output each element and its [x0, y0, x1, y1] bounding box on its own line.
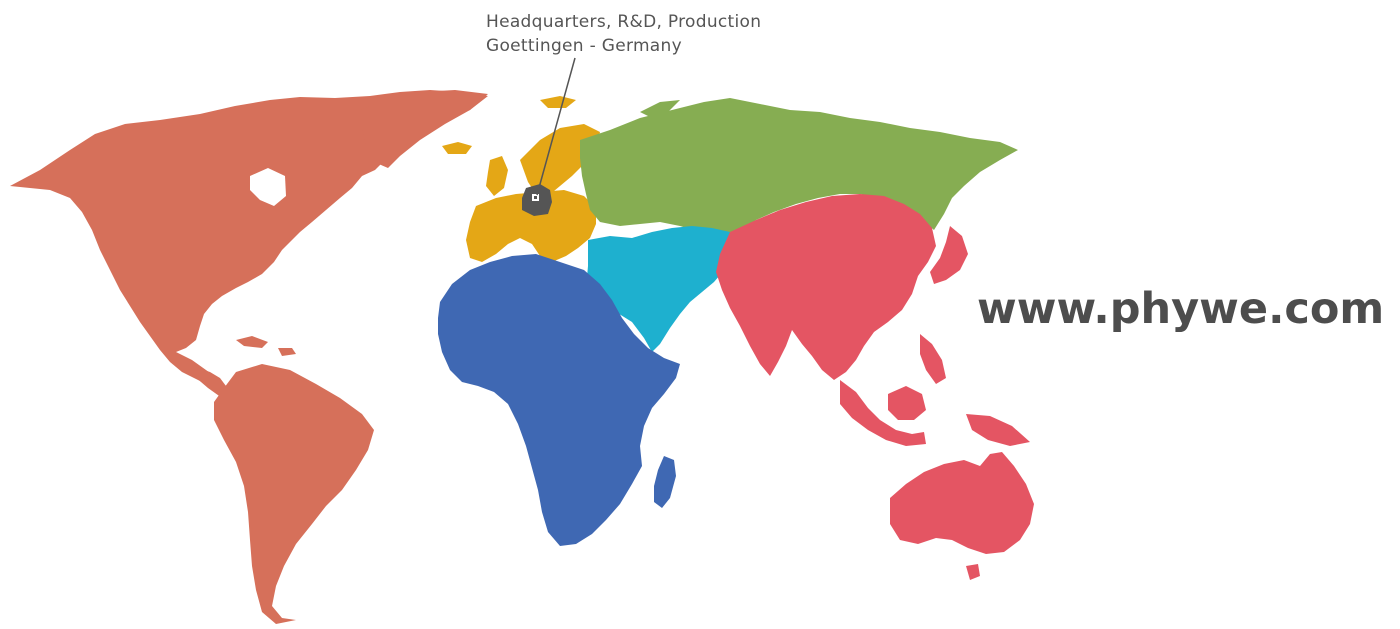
callout-line-1: Headquarters, R&D, Production [486, 12, 762, 32]
africa [438, 254, 680, 546]
new-guinea [966, 414, 1030, 446]
region-middle-east [586, 226, 746, 352]
region-africa [438, 254, 680, 546]
website-url[interactable]: www.phywe.com [977, 284, 1385, 334]
caribbean [236, 336, 268, 348]
headquarters-callout: Headquarters, R&D, Production Goettingen… [486, 10, 761, 58]
tasmania [966, 564, 980, 580]
greenland [360, 90, 488, 168]
japan [930, 226, 968, 284]
continental-europe [466, 190, 596, 262]
region-americas [10, 90, 488, 624]
china-south-asia [716, 194, 936, 380]
middle-east [586, 226, 746, 352]
british-isles [486, 156, 508, 196]
callout-line-2: Goettingen - Germany [486, 36, 682, 56]
australia [890, 452, 1034, 554]
iceland [442, 142, 472, 154]
svalbard [540, 96, 576, 108]
borneo [888, 386, 926, 420]
southeast-asia [840, 380, 926, 446]
philippines [920, 334, 946, 384]
region-russia-central-asia [580, 98, 1018, 236]
novaya-zemlya [640, 100, 680, 118]
callout-leader-line [536, 57, 576, 196]
russia [580, 98, 1018, 236]
region-asia-pacific [716, 194, 1034, 580]
south-america [214, 364, 374, 624]
region-europe [442, 96, 600, 262]
madagascar [654, 456, 676, 508]
north-america [10, 90, 488, 388]
germany-marker [522, 184, 552, 216]
